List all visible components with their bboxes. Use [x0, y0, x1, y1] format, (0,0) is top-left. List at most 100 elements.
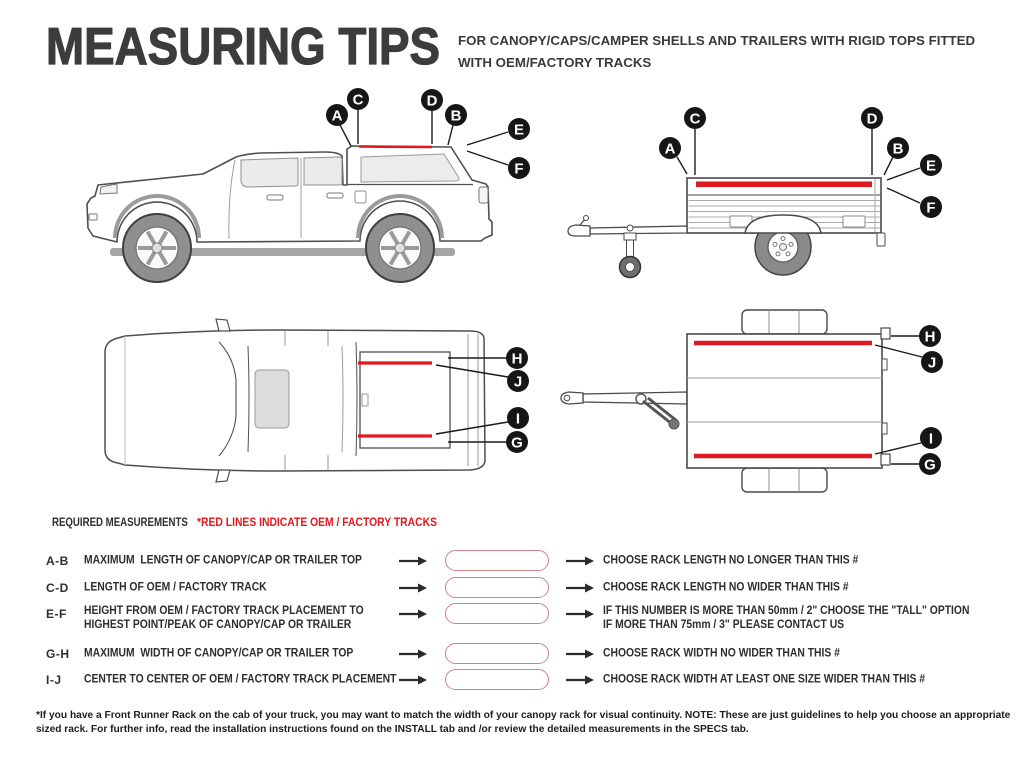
label-J: J: [514, 373, 522, 390]
page-subtitle: FOR CANOPY/CAPS/CAMPER SHELLS AND TRAILE…: [458, 30, 975, 74]
hitch-coupler: [567, 224, 591, 237]
cab-rear-edge: [355, 341, 358, 457]
label-connectors: [874, 335, 923, 465]
label-H: H: [512, 350, 523, 367]
arrow-icon: [399, 649, 427, 658]
row-code: I-J: [46, 672, 62, 687]
label-J: J: [928, 354, 936, 371]
edge-latch: [881, 358, 888, 371]
sunroof: [254, 369, 290, 429]
arrow-icon: [566, 556, 594, 565]
arrow-icon: [399, 609, 427, 618]
trailer-side-view-diagram: C A D B E F: [567, 107, 942, 279]
rear-door-window: [303, 156, 343, 186]
corner-tab: [880, 327, 891, 340]
corner-tab: [880, 453, 891, 466]
row-code: C-D: [46, 580, 69, 595]
rear-wheel: [365, 213, 435, 283]
arrow-icon: [399, 675, 427, 684]
tow-bar: [582, 391, 688, 405]
door-seams: [284, 331, 329, 470]
label-F: F: [926, 199, 935, 216]
label-A: A: [665, 140, 676, 157]
label-E: E: [926, 157, 936, 174]
required-measurements-heading: REQUIRED MEASUREMENTS: [52, 517, 188, 529]
measurement-box: [445, 669, 549, 690]
jockey-wheel-folded: [635, 393, 680, 430]
fog-light: [88, 213, 98, 221]
label-B: B: [451, 107, 462, 124]
jockey-wheel: [618, 224, 642, 279]
front-door-window: [240, 157, 299, 188]
canopy-top: [359, 351, 451, 449]
row-code: A-B: [46, 553, 69, 568]
trailer-box-top: [686, 333, 883, 469]
truck-side-view-diagram: A C D B E F: [86, 88, 530, 283]
row-instruction: CHOOSE RACK LENGTH NO WIDER THAN THIS #: [603, 580, 849, 593]
headlight: [99, 183, 118, 195]
measurement-row-ef: E-F HEIGHT FROM OEM / FACTORY TRACK PLAC…: [0, 603, 1024, 631]
row-code: E-F: [46, 606, 67, 621]
row-instruction: CHOOSE RACK WIDTH AT LEAST ONE SIZE WIDE…: [603, 672, 926, 685]
row-instruction: CHOOSE RACK WIDTH NO WIDER THAN THIS #: [603, 646, 840, 659]
front-wheel: [122, 213, 192, 283]
row-description: HEIGHT FROM OEM / FACTORY TRACK PLACEMEN…: [84, 605, 364, 631]
roof-front-edge: [247, 345, 250, 453]
measure-labels: C A D B E F: [659, 107, 942, 218]
row-description: LENGTH OF OEM / FACTORY TRACK: [84, 580, 267, 593]
hitch-handle-knob: [583, 215, 589, 221]
arrow-icon: [399, 556, 427, 565]
latch: [842, 215, 866, 228]
edge-latch: [881, 422, 888, 435]
footnote-line-1: *If you have a Front Runner Rack on the …: [36, 709, 1011, 721]
arrow-icon: [566, 609, 594, 618]
trailer-top-view-diagram: H J I G: [560, 309, 943, 493]
label-C: C: [353, 91, 364, 108]
row-instruction: IF THIS NUMBER IS MORE THAN 50mm / 2" CH…: [603, 605, 970, 631]
fender-bottom: [741, 467, 828, 493]
label-F: F: [514, 160, 523, 177]
arrow-icon: [566, 649, 594, 658]
footnote: *If you have a Front Runner Rack on the …: [36, 708, 1024, 736]
label-connectors: [339, 110, 509, 166]
tow-bar: [589, 225, 688, 235]
measurement-box: [445, 603, 549, 624]
fender: [744, 214, 822, 234]
measurement-row-ab: A-B MAXIMUM LENGTH OF CANOPY/CAP OR TRAI…: [0, 550, 1024, 571]
canopy-handle: [361, 393, 369, 407]
label-B: B: [893, 140, 904, 157]
measure-labels: H J I G: [919, 325, 943, 475]
label-H: H: [925, 328, 936, 345]
fuel-door: [354, 190, 367, 204]
row-code: G-H: [46, 646, 70, 661]
arrow-icon: [566, 675, 594, 684]
label-G: G: [924, 456, 936, 473]
label-E: E: [514, 121, 524, 138]
label-D: D: [867, 110, 878, 127]
measurement-row-gh: G-H MAXIMUM WIDTH OF CANOPY/CAP OR TRAIL…: [0, 643, 1024, 664]
measurement-box: [445, 643, 549, 664]
tail-light: [876, 232, 886, 247]
factory-track-line: [358, 145, 433, 149]
label-connectors: [435, 357, 509, 443]
row-description: MAXIMUM WIDTH OF CANOPY/CAP OR TRAILER T…: [84, 646, 354, 659]
arrow-icon: [566, 583, 594, 592]
page-title: MEASURING TIPS: [45, 18, 441, 76]
measurement-box: [445, 577, 549, 598]
door-handle: [326, 192, 344, 199]
label-C: C: [690, 110, 701, 127]
row-instruction: CHOOSE RACK LENGTH NO LONGER THAN THIS #: [603, 553, 859, 566]
rear-window-edge: [341, 345, 344, 453]
measurement-box: [445, 550, 549, 571]
front-wheel-arch: [113, 194, 201, 239]
label-D: D: [427, 92, 438, 109]
label-I: I: [929, 430, 933, 447]
red-lines-note: *RED LINES INDICATE OEM / FACTORY TRACKS: [197, 517, 437, 529]
hitch-ball-socket: [563, 394, 571, 402]
measurement-row-ij: I-J CENTER TO CENTER OF OEM / FACTORY TR…: [0, 669, 1024, 690]
canopy-window: [360, 153, 460, 183]
mirror-top: [215, 318, 231, 332]
front-door-seam: [228, 159, 236, 240]
measure-labels: A C D B E F: [326, 88, 530, 179]
rear-wheel-arch: [356, 194, 444, 239]
